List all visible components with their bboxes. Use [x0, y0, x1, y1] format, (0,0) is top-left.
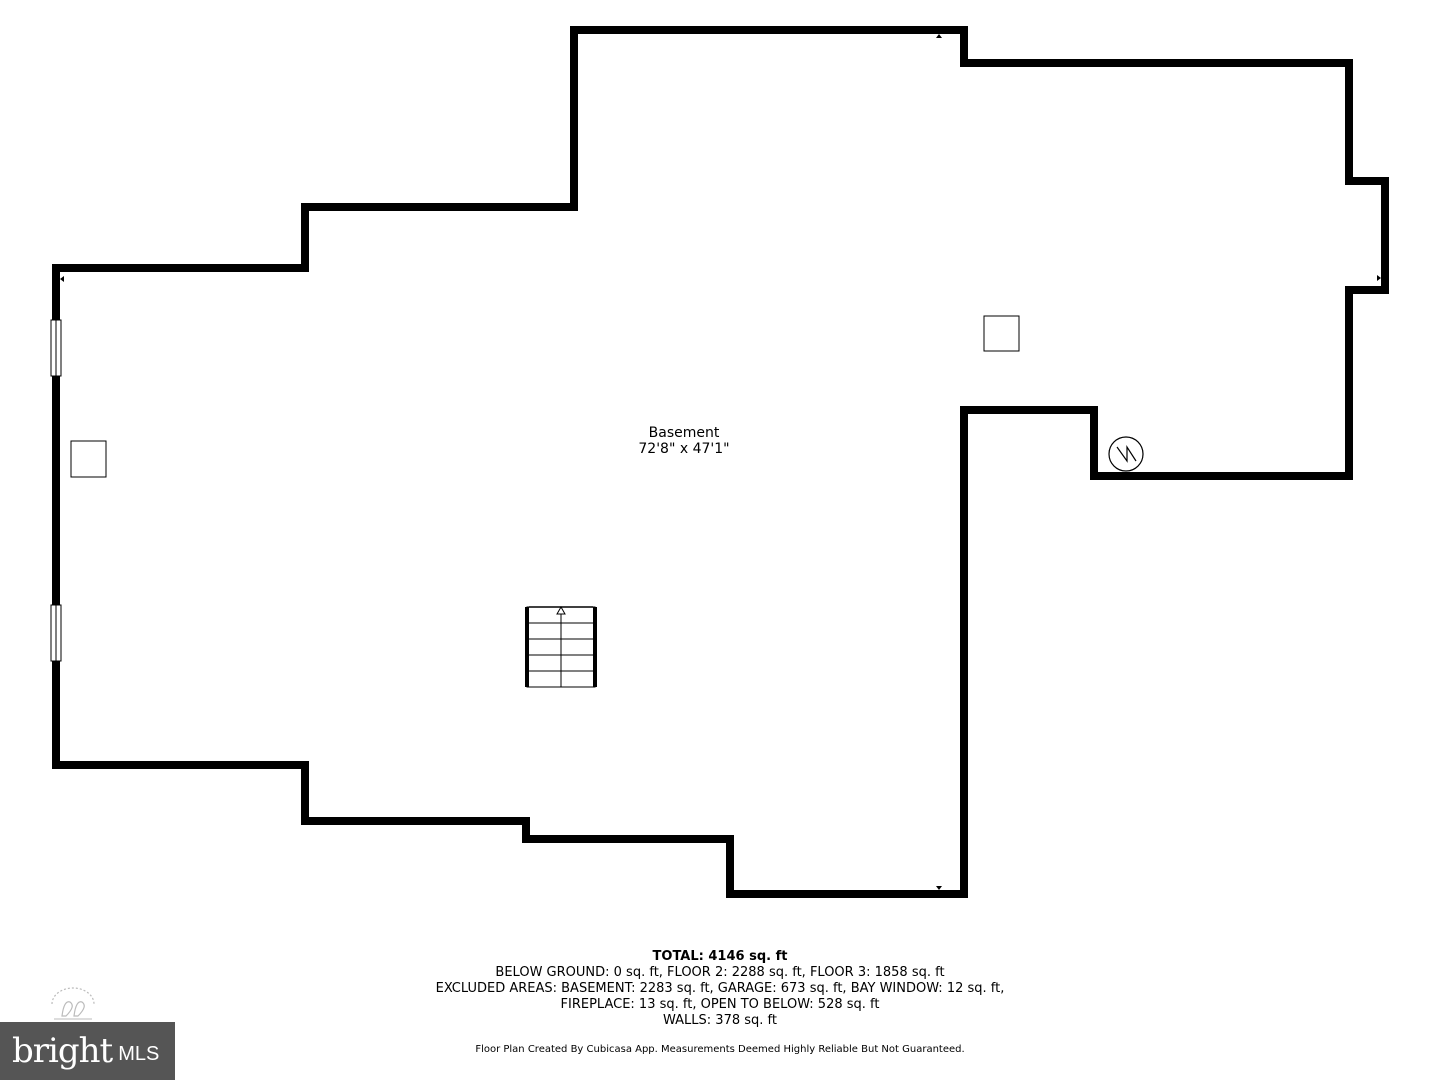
- area-summary: TOTAL: 4146 sq. ft BELOW GROUND: 0 sq. f…: [320, 949, 1120, 1029]
- electrical-panel-icon: [1108, 436, 1144, 472]
- window-upper: [50, 319, 62, 377]
- disclaimer: Floor Plan Created By Cubicasa App. Meas…: [475, 1044, 965, 1055]
- logo-word: bright: [12, 1031, 113, 1071]
- room-label: Basement 72'8" x 47'1": [584, 425, 784, 457]
- staircase: [525, 605, 597, 688]
- room-dimensions: 72'8" x 47'1": [638, 441, 730, 457]
- total-area: TOTAL: 4146 sq. ft: [652, 949, 788, 964]
- logo-suffix: MLS: [118, 1042, 160, 1065]
- summary-line-4: WALLS: 378 sq. ft: [663, 1013, 777, 1028]
- summary-line-1: BELOW GROUND: 0 sq. ft, FLOOR 2: 2288 sq…: [495, 965, 945, 980]
- exterior-wall: [52, 26, 1389, 898]
- marker-top: [936, 34, 942, 38]
- marker-bottom: [936, 886, 942, 890]
- summary-line-2: EXCLUDED AREAS: BASEMENT: 2283 sq. ft, G…: [435, 981, 1005, 996]
- photographer-watermark-icon: [51, 987, 95, 1020]
- column-right: [983, 315, 1020, 352]
- marker-left: [60, 276, 64, 282]
- marker-right: [1377, 275, 1381, 281]
- window-lower: [50, 604, 62, 662]
- stair-arrow-icon: [556, 605, 566, 615]
- summary-line-3: FIREPLACE: 13 sq. ft, OPEN TO BELOW: 528…: [560, 997, 880, 1012]
- room-name: Basement: [648, 425, 720, 441]
- bright-mls-logo: bright MLS: [0, 1022, 175, 1080]
- column-left: [70, 440, 107, 478]
